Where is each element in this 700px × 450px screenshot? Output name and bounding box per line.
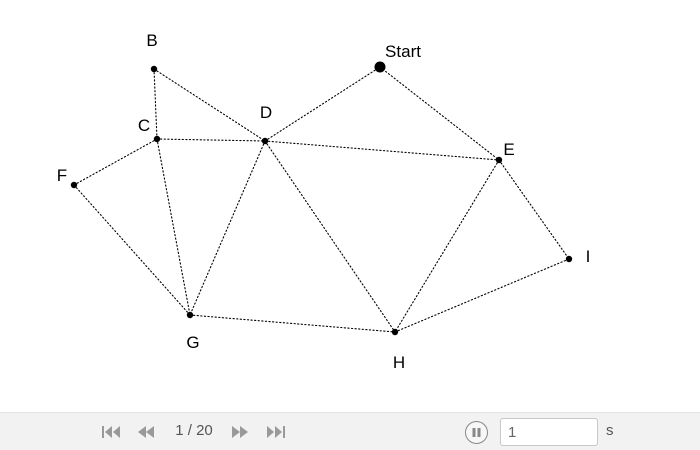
- last-step-button[interactable]: [266, 423, 286, 441]
- node-f: [70, 181, 78, 189]
- edge-d-e: [264, 140, 500, 161]
- edge-d-start: [264, 66, 381, 142]
- edge-e-h: [394, 159, 500, 333]
- edge-b-c: [153, 68, 158, 140]
- graph-canvas: Start B C D E F G H I: [56, 31, 591, 372]
- node-label-g: G: [186, 333, 199, 352]
- skip-to-end-icon: [267, 426, 285, 438]
- node-label-start: Start: [385, 42, 421, 61]
- edge-h-i: [394, 258, 570, 333]
- previous-step-button[interactable]: [136, 423, 156, 441]
- labels-layer: Start B C D E F G H I: [57, 31, 591, 372]
- edge-c-g: [156, 138, 191, 316]
- edge-d-g: [189, 140, 266, 316]
- node-label-f: F: [57, 166, 67, 185]
- edge-d-h: [264, 140, 396, 333]
- interval-unit-label: s: [606, 422, 614, 439]
- nodes-layer: [70, 61, 573, 336]
- node-label-h: H: [393, 353, 405, 372]
- node-i: [565, 255, 573, 263]
- pause-button[interactable]: [465, 421, 488, 444]
- node-c: [153, 135, 161, 143]
- player-controls-bar: 1 / 20 s: [0, 412, 700, 450]
- edge-b-d: [153, 68, 266, 142]
- rewind-icon: [138, 426, 154, 438]
- node-g: [186, 311, 194, 319]
- node-label-c: C: [138, 116, 150, 135]
- node-b: [150, 65, 158, 73]
- edge-f-g: [73, 184, 191, 316]
- node-label-e: E: [503, 140, 514, 159]
- fast-forward-icon: [232, 426, 248, 438]
- node-label-i: I: [586, 247, 591, 266]
- next-step-button[interactable]: [230, 423, 250, 441]
- edges-layer: [73, 66, 570, 333]
- skip-to-start-icon: [102, 426, 120, 438]
- edge-c-f: [73, 138, 158, 186]
- step-counter: 1 / 20: [175, 422, 213, 439]
- node-label-b: B: [146, 31, 157, 50]
- edge-c-d: [156, 138, 266, 142]
- pause-icon: [472, 428, 481, 437]
- node-d: [261, 137, 269, 145]
- node-start: [374, 61, 386, 73]
- first-step-button[interactable]: [101, 423, 121, 441]
- node-e: [495, 156, 503, 164]
- edge-start-e: [379, 66, 500, 161]
- node-label-d: D: [260, 103, 272, 122]
- node-h: [391, 328, 399, 336]
- interval-input[interactable]: [500, 418, 598, 446]
- graph-diagram: Start B C D E F G H I: [57, 31, 591, 372]
- edge-e-i: [498, 159, 570, 260]
- edge-g-h: [189, 314, 396, 333]
